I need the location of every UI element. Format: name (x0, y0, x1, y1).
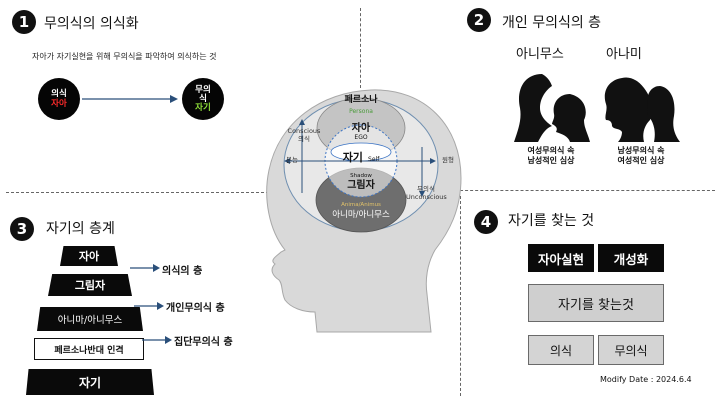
self-kr: 자기 (342, 151, 363, 164)
unconscious-en: Unconscious (406, 192, 447, 201)
divider-vertical-bottom (460, 196, 461, 396)
collective-unconscious-label: 집단무의식 층 (174, 337, 233, 348)
shadow-en: Shadow (350, 173, 372, 179)
animus-caption-line1: 여성무의식 속 (527, 146, 575, 155)
conscious-box: 의식 (528, 335, 594, 365)
animus-caption-line2: 남성적인 심상 (527, 156, 575, 165)
persona-label: 페르소나 Persona (321, 95, 401, 117)
anima-kr: 아니마/아니무스 (332, 210, 390, 220)
conscious-side-label: Conscious 의식 (284, 127, 324, 143)
divider-horizontal-right (455, 190, 715, 191)
anima-label: 아나미 (606, 47, 642, 62)
shadow-head-label: Shadow 그림자 (331, 172, 391, 191)
unconscious-self-circle: 무의 식 자기 (182, 78, 224, 120)
ego-label: 자아 (51, 99, 67, 109)
section3-title: 자기의 층계 (46, 221, 115, 237)
tier-ego: 자아 (60, 246, 118, 266)
conscious-label: 의식 (51, 89, 67, 99)
section2-title: 개인 무의식의 층 (502, 15, 602, 31)
self-realization-box: 자아실현 (528, 244, 594, 272)
animus-silhouette-icon (514, 74, 590, 142)
self-head-label: 자기 Self (331, 146, 391, 165)
section4-title: 자기를 찾는 것 (508, 213, 595, 229)
section4-number-badge: 4 (474, 210, 498, 234)
conscious-ego-circle: 의식 자아 (38, 78, 80, 120)
modify-date: Modify Date : 2024.6.4 (600, 375, 692, 384)
persona-en: Persona (349, 108, 373, 115)
personal-unconscious-label: 개인무의식 층 (166, 303, 225, 314)
unconscious-box: 무의식 (598, 335, 664, 365)
section1-title: 무의식의 의식화 (44, 16, 139, 32)
arrow-collective-unconscious (142, 336, 172, 344)
divider-vertical-left (360, 8, 361, 88)
divider-horizontal-left (6, 192, 274, 193)
individuation-box: 개성화 (598, 244, 664, 272)
section3-number-badge: 3 (10, 217, 34, 241)
anima-caption: 남성무의식 속 여성적인 심상 (596, 146, 686, 166)
finding-self-box: 자기를 찾는것 (528, 284, 664, 322)
conscious-layer-label: 의식의 층 (162, 266, 203, 277)
self-en: Self (368, 156, 380, 163)
conscious-kr: 의식 (298, 134, 310, 143)
animus-caption: 여성무의식 속 남성적인 심상 (506, 146, 596, 166)
anima-head-label: Anima/Animus 아니마/아니무스 (321, 200, 401, 220)
section1-number-badge: 1 (12, 10, 36, 34)
anima-silhouette-icon (604, 77, 680, 142)
anima-en: Anima/Animus (341, 202, 381, 208)
anima-caption-line2: 여성적인 심상 (617, 156, 665, 165)
psyche-diagram (283, 97, 439, 233)
ego-en: EGO (354, 134, 368, 141)
tier-self: 자기 (26, 369, 154, 395)
ego-kr: 자아 (351, 123, 371, 134)
unconscious-side-label: 무의식 Unconscious (406, 185, 447, 201)
unconscious-kr: 무의식 (417, 185, 435, 193)
arrow-conscious-layer (130, 264, 160, 272)
arrow-personal-unconscious (134, 302, 164, 310)
tier-persona-opposite: 페르소나반대 인격 (34, 338, 144, 360)
anima-caption-line1: 남성무의식 속 (617, 146, 665, 155)
unconscious-label-2: 식 (199, 93, 207, 104)
ego-head-label: 자아 EGO (331, 124, 391, 142)
section2-number-badge: 2 (467, 8, 491, 32)
self-label: 자기 (195, 102, 211, 113)
archetype-label: 원형 (442, 156, 454, 164)
conscious-to-unconscious-arrow (82, 95, 178, 103)
conscious-en: Conscious (287, 127, 321, 135)
persona-kr: 페르소나 (344, 95, 378, 105)
tier-shadow: 그림자 (48, 274, 132, 296)
unconscious-label-1: 무의 (195, 84, 211, 95)
tier-anima-animus: 아니마/아니무스 (37, 307, 143, 331)
shadow-kr: 그림자 (347, 180, 375, 191)
section1-subtitle: 자아가 자기실현을 위해 무의식을 파악하여 의식하는 것 (32, 52, 217, 61)
animus-label: 아니무스 (516, 47, 564, 62)
instinct-label: 본능 (286, 156, 298, 164)
